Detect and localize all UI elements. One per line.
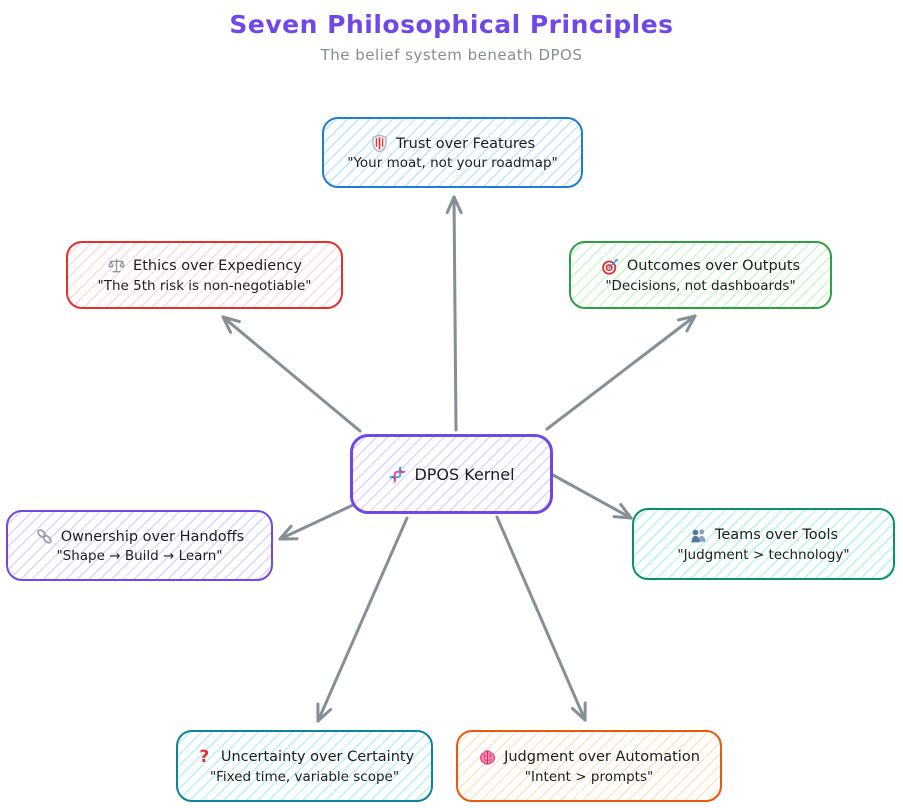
node-title: Ownership over Handoffs: [60, 528, 245, 545]
node-title: Ethics over Expediency: [133, 258, 302, 274]
arrow-kernel-to-outcomes: [545, 314, 697, 431]
node-quote: "The 5th risk is non-negotiable": [97, 277, 312, 294]
node-quote: "Judgment > technology": [677, 546, 850, 563]
node-quote: "Fixed time, variable scope": [209, 768, 400, 785]
node-title: Judgment over Automation: [504, 749, 700, 765]
diagram-header: Seven Philosophical Principles The belie…: [0, 10, 903, 64]
target-icon: [601, 257, 620, 276]
brain-icon: [478, 748, 497, 767]
scales-icon: [107, 257, 126, 276]
dna-icon: [388, 465, 407, 484]
link-icon: [35, 527, 54, 546]
arrow-kernel-to-uncertainty: [316, 516, 409, 723]
arrow-kernel-to-judgment: [495, 515, 587, 722]
users-icon: [689, 526, 708, 545]
node-trust-over-features: Trust over Features "Your moat, not your…: [322, 117, 583, 188]
node-quote: "Decisions, not dashboards": [605, 277, 796, 294]
shield-icon: [370, 134, 389, 153]
node-title: Uncertainty over Certainty: [220, 749, 415, 765]
node-outcomes-over-outputs: Outcomes over Outputs "Decisions, not da…: [569, 241, 832, 309]
arrow-kernel-to-teams: [551, 473, 633, 520]
node-judgment-over-automation: Judgment over Automation "Intent > promp…: [456, 730, 722, 802]
page-title: Seven Philosophical Principles: [229, 10, 674, 39]
question-icon: ?: [199, 746, 210, 767]
arrow-kernel-to-ethics: [221, 315, 362, 433]
node-teams-over-tools: Teams over Tools "Judgment > technology": [632, 508, 895, 580]
node-title: Teams over Tools: [714, 527, 839, 543]
node-quote: "Shape → Build → Learn": [56, 548, 223, 564]
node-quote: "Intent > prompts": [524, 768, 654, 785]
arrow-kernel-to-trust: [445, 195, 463, 432]
center-label: DPOS Kernel: [414, 464, 515, 484]
node-quote: "Your moat, not your roadmap": [347, 155, 558, 171]
node-ownership-over-handoffs: Ownership over Handoffs "Shape → Build →…: [6, 510, 273, 581]
node-dpos-kernel: DPOS Kernel: [350, 434, 553, 514]
arrow-kernel-to-ownership: [278, 503, 355, 541]
page-subtitle: The belief system beneath DPOS: [320, 46, 583, 64]
node-ethics-over-expediency: Ethics over Expediency "The 5th risk is …: [66, 241, 343, 309]
node-title: Trust over Features: [395, 135, 536, 152]
node-title: Outcomes over Outputs: [626, 258, 801, 274]
node-uncertainty-over-certainty: ? Uncertainty over Certainty "Fixed time…: [176, 730, 433, 802]
